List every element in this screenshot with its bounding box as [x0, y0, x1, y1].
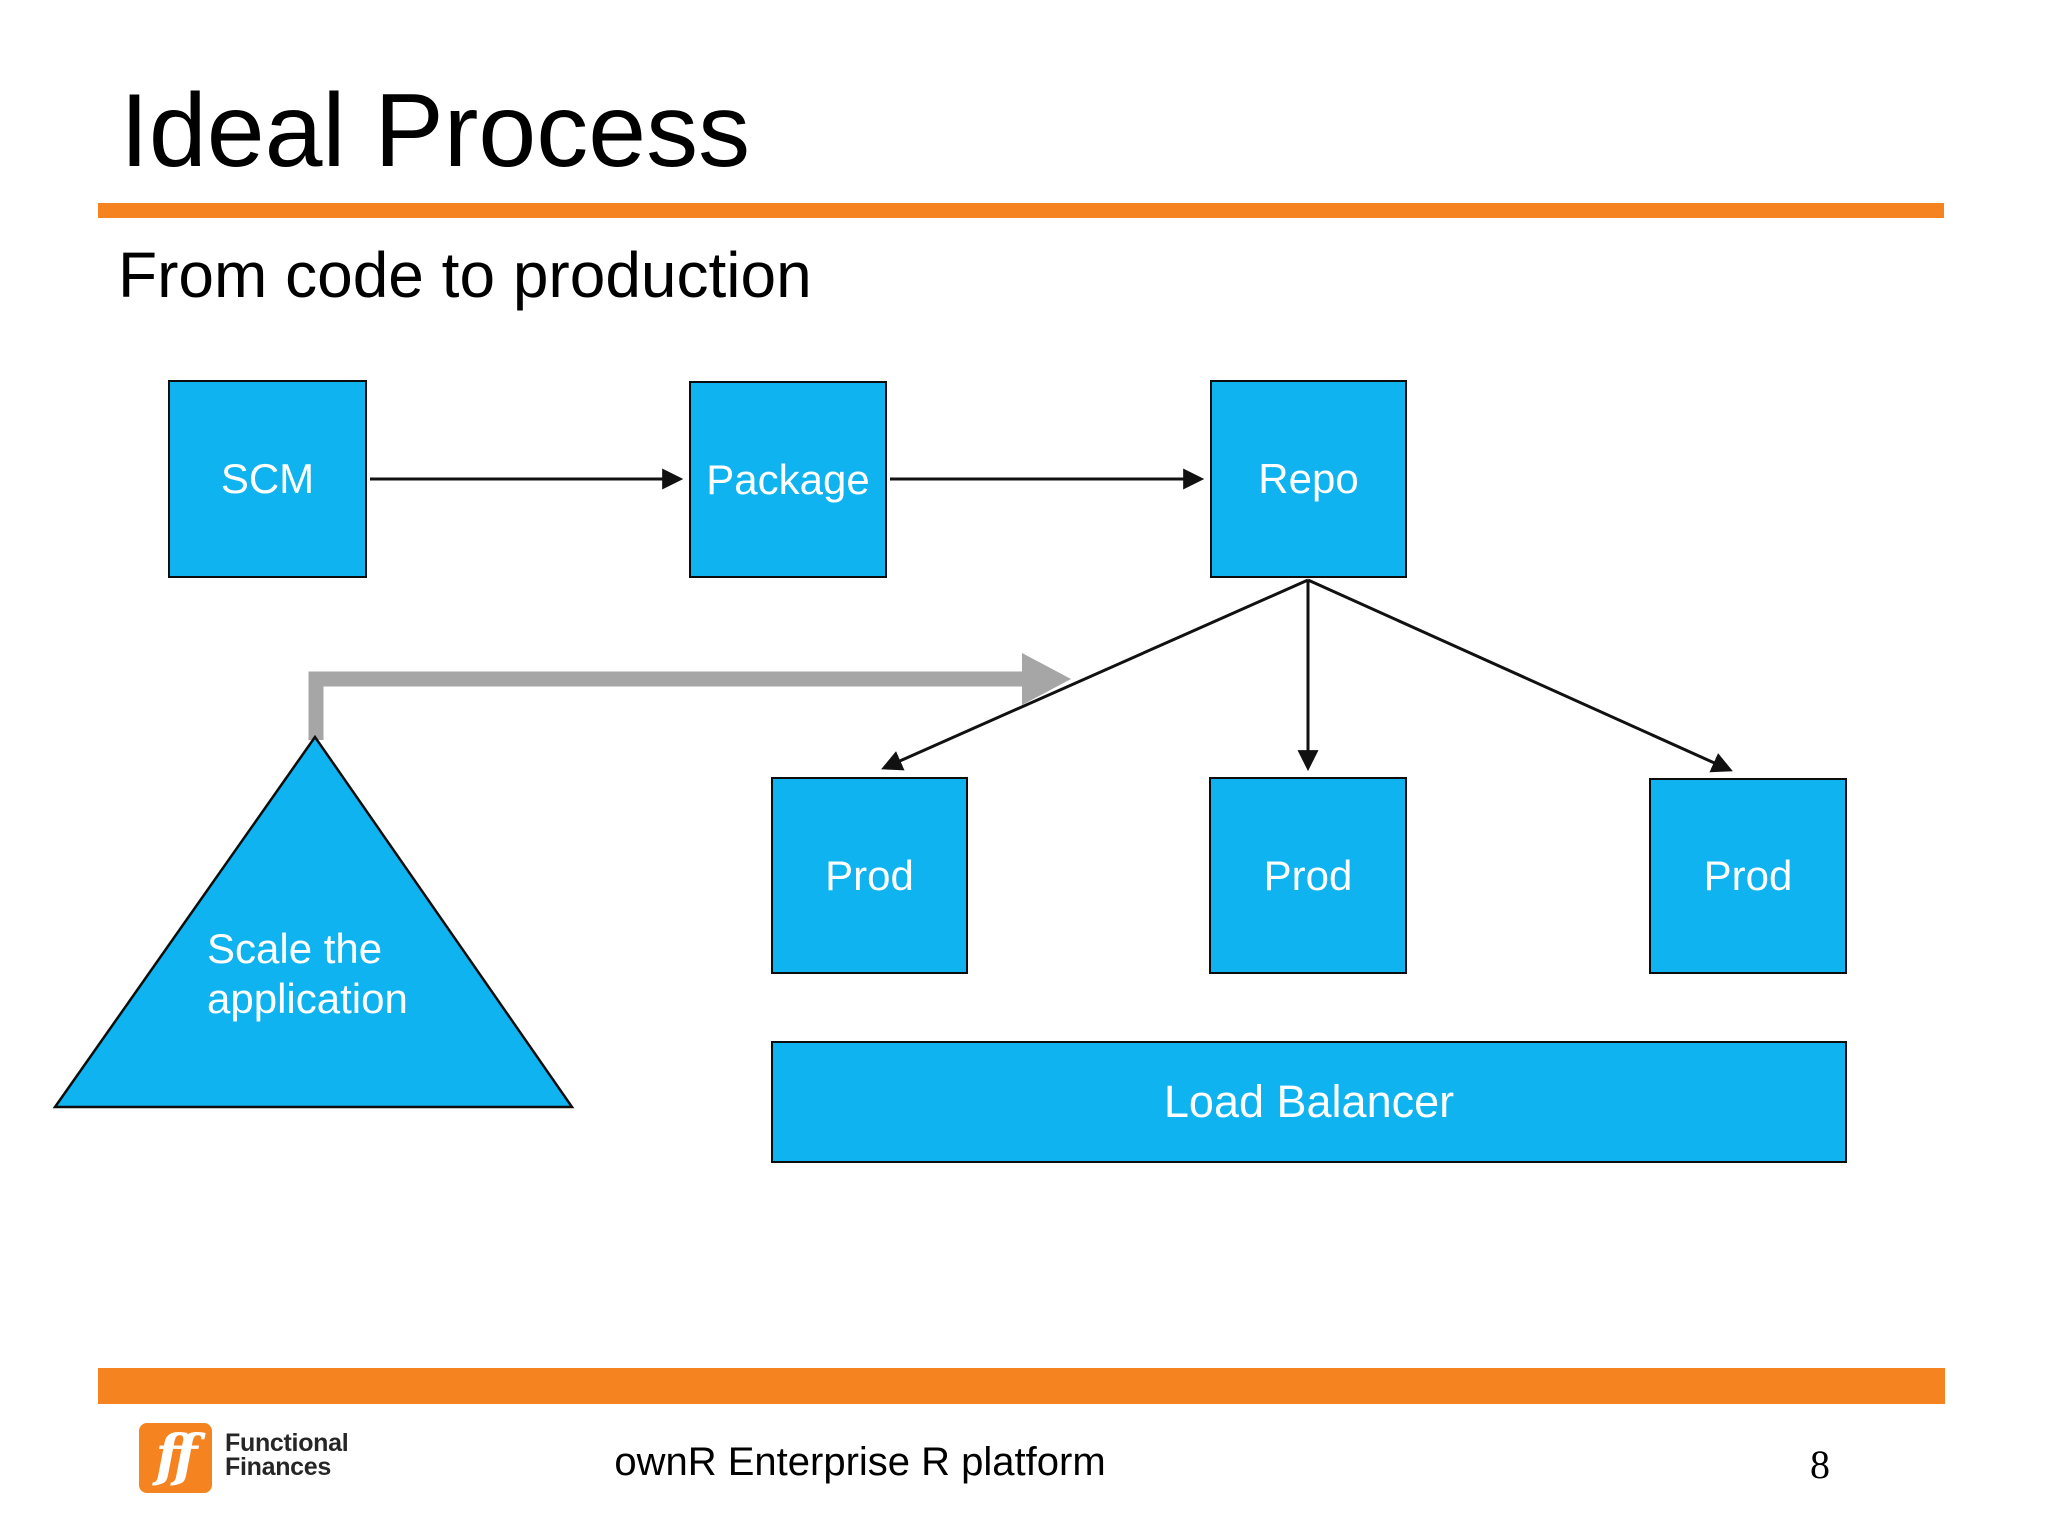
page-number: 8	[1810, 1442, 1830, 1487]
brand-name-line1: Functional	[225, 1429, 349, 1457]
node-prod-middle-label: Prod	[1263, 851, 1353, 899]
scale-elbow-arrow-shaft	[308, 671, 1022, 740]
node-prod-right: Prod	[1649, 778, 1847, 974]
node-scm: SCM	[168, 380, 367, 578]
brand-ff-icon: ff	[155, 1423, 197, 1489]
arrow-repo-to-prod-left	[881, 578, 1309, 771]
title-divider-rule	[98, 203, 1944, 218]
brand-name: Functional Finances	[225, 1429, 349, 1481]
footer-divider-bar	[98, 1368, 1945, 1404]
page-title: Ideal Process	[120, 73, 751, 189]
node-load-balancer: Load Balancer	[771, 1041, 1847, 1163]
node-repo: Repo	[1210, 380, 1407, 578]
node-prod-right-label: Prod	[1703, 852, 1793, 899]
node-package: Package	[689, 381, 887, 578]
node-package-label: Package	[706, 455, 870, 503]
arrow-repo-to-prod-right	[1307, 578, 1733, 773]
node-prod-middle: Prod	[1209, 777, 1407, 974]
node-scm-label: SCM	[220, 455, 315, 502]
node-prod-left-label: Prod	[825, 851, 914, 899]
scale-triangle-label: Scale the application	[207, 924, 408, 1024]
scale-triangle-label-line2: application	[207, 975, 408, 1022]
scale-triangle-shape	[52, 734, 575, 1109]
scale-triangle-label-line1: Scale the	[207, 925, 383, 972]
footer-platform-text: ownR Enterprise R platform	[614, 1440, 1106, 1484]
scale-elbow-arrowhead-icon	[1022, 653, 1071, 705]
brand-logo: ff	[139, 1423, 212, 1493]
brand-name-line2: Finances	[225, 1453, 331, 1481]
page-subtitle: From code to production	[118, 239, 812, 311]
node-prod-left: Prod	[771, 777, 968, 974]
node-load-balancer-label: Load Balancer	[1163, 1076, 1455, 1127]
node-repo-label: Repo	[1258, 455, 1359, 502]
